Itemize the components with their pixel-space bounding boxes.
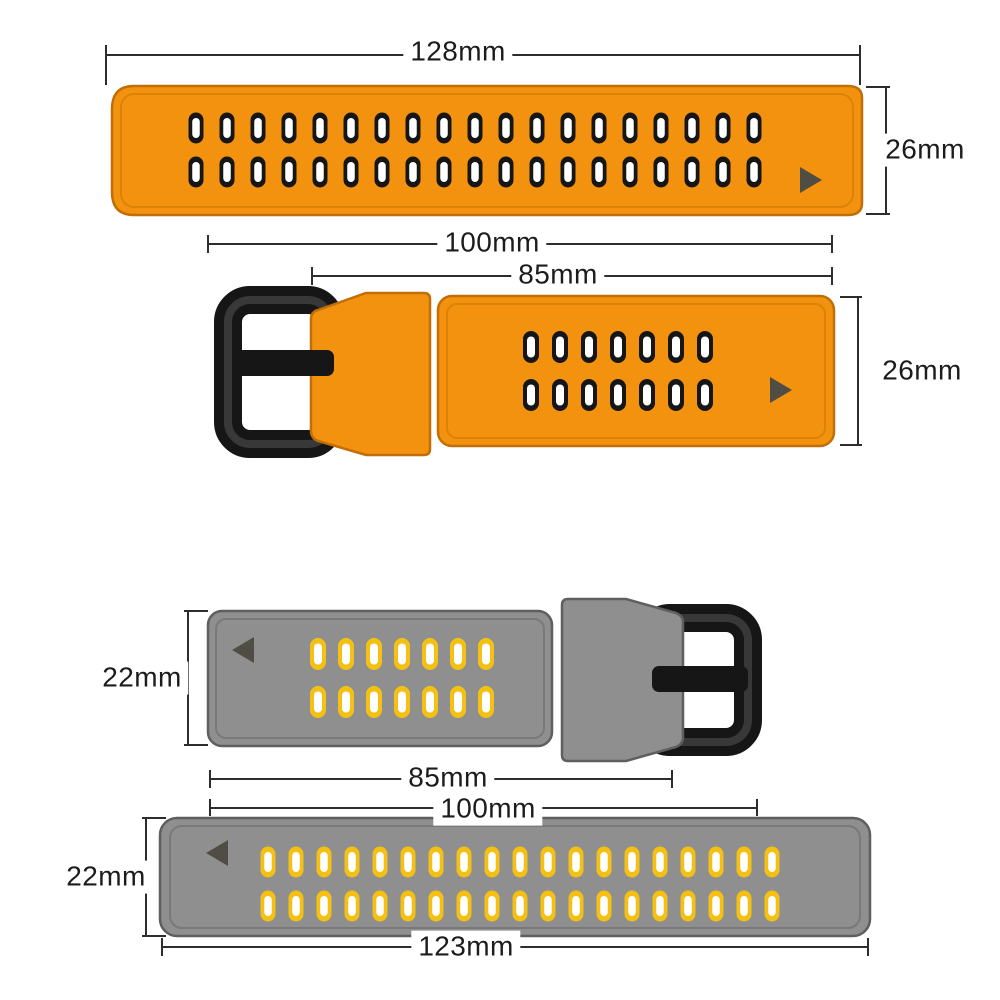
band-groove [120,93,854,208]
direction-marker-icon [206,840,228,866]
band-mount [560,597,685,763]
dim-label-band-85-third: 85mm [401,761,495,795]
dim-label-band-85-mid: 85mm [511,258,605,292]
band-body [206,609,554,748]
dim-label-width-22-bottom: 22mm [59,860,153,894]
band-body [110,84,864,217]
buckle-tang [652,666,748,692]
vent-holes [260,846,780,922]
direction-marker-icon [800,167,822,193]
dimension-width-26-mid [840,296,862,446]
dim-label-length-128: 128mm [403,35,513,69]
dim-label-overall-100-third: 100mm [433,792,543,826]
direction-marker-icon [770,377,792,403]
vent-holes [188,112,762,188]
strap-gray-buckle [206,597,762,763]
dim-label-width-26-top: 26mm [878,133,972,167]
vent-holes [310,638,494,718]
band-groove [215,618,545,739]
band-groove [169,825,861,929]
band-body [436,294,836,448]
strap-gray-long [158,816,872,938]
buckle-tang [232,350,334,376]
strap-orange-long [110,84,864,217]
dim-label-width-26-mid: 26mm [875,354,969,388]
band-mount [309,291,432,457]
dim-label-length-123: 123mm [411,930,521,964]
strap-orange-buckle [214,286,836,458]
dim-label-width-22-third: 22mm [95,661,189,695]
band-groove [446,303,826,439]
vent-holes [523,331,713,411]
direction-marker-icon [232,637,254,663]
dim-label-overall-100-mid: 100mm [437,226,547,260]
